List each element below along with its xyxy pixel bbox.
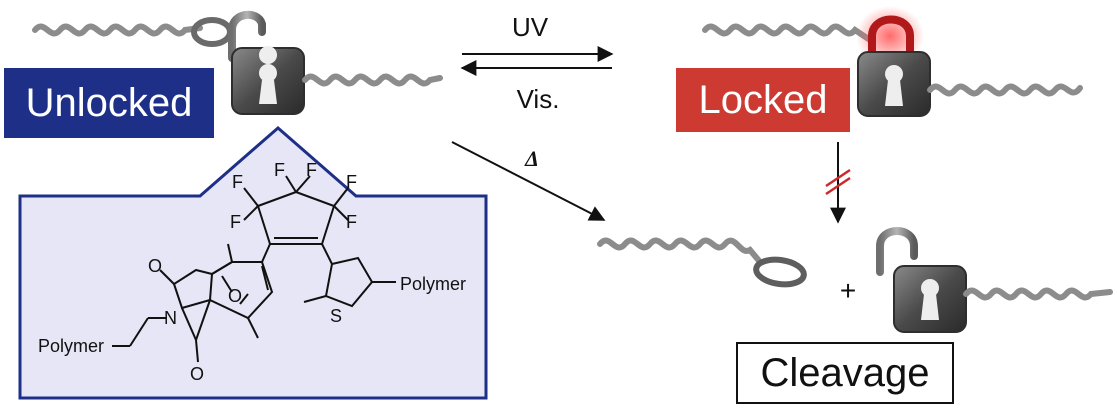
atom-o-1: O	[148, 256, 162, 276]
keyhole-icon	[259, 46, 278, 104]
polymer-chain-right	[302, 73, 443, 87]
molecule-structure	[112, 175, 396, 363]
atom-o-2: O	[228, 286, 242, 306]
atom-f-4: F	[306, 160, 317, 180]
atom-o-3: O	[190, 364, 204, 384]
polymer-chain-right-locked	[927, 83, 1083, 97]
open-shackle-icon	[228, 11, 266, 62]
open-shackle-cleaved-icon	[876, 227, 918, 276]
delta-label: Δ	[524, 146, 539, 171]
keyhole-cleaved-icon	[921, 294, 939, 320]
cleaved-polymer-chain	[597, 237, 763, 265]
atom-f-6: F	[346, 212, 357, 232]
free-ring-icon	[753, 256, 807, 288]
atom-f-5: F	[346, 172, 357, 192]
atom-s: S	[330, 306, 342, 326]
unlocked-padlock-group	[32, 11, 443, 115]
locked-padlock-group	[702, 6, 1083, 117]
vis-label: Vis.	[517, 84, 560, 114]
polymer-label-left: Polymer	[38, 336, 104, 356]
thermal-arrow	[451, 141, 606, 221]
atom-n: N	[164, 308, 177, 328]
thermal-arrow-group: Δ	[451, 141, 606, 221]
polymer-chain-left-locked	[702, 23, 873, 43]
keyhole-locked-icon	[885, 80, 903, 106]
atom-f-2: F	[230, 212, 241, 232]
cleaved-products: +	[597, 227, 1113, 333]
equilibrium-arrows: UV Vis.	[460, 12, 614, 114]
plus-sign: +	[840, 275, 856, 306]
blocked-arrow-group	[825, 142, 851, 224]
uv-label: UV	[512, 12, 549, 42]
atom-f-3: F	[274, 160, 285, 180]
block-mark-2	[825, 176, 851, 196]
polymer-label-right: Polymer	[400, 274, 466, 294]
atom-f-1: F	[232, 172, 243, 192]
molecule-panel: F F F F F F O O O N S Polymer Polymer	[18, 126, 488, 400]
cleavage-label: Cleavage	[736, 342, 954, 404]
molecule-atom-labels: F F F F F F O O O N S Polymer Polymer	[38, 160, 466, 384]
block-mark-1	[825, 168, 851, 188]
polymer-chain-left	[32, 23, 203, 37]
unlocked-label: Unlocked	[4, 68, 214, 138]
locked-label: Locked	[676, 68, 850, 132]
cleaved-chain-right	[963, 287, 1113, 301]
locked-shackle-icon	[868, 15, 914, 64]
ring-icon	[191, 17, 233, 47]
